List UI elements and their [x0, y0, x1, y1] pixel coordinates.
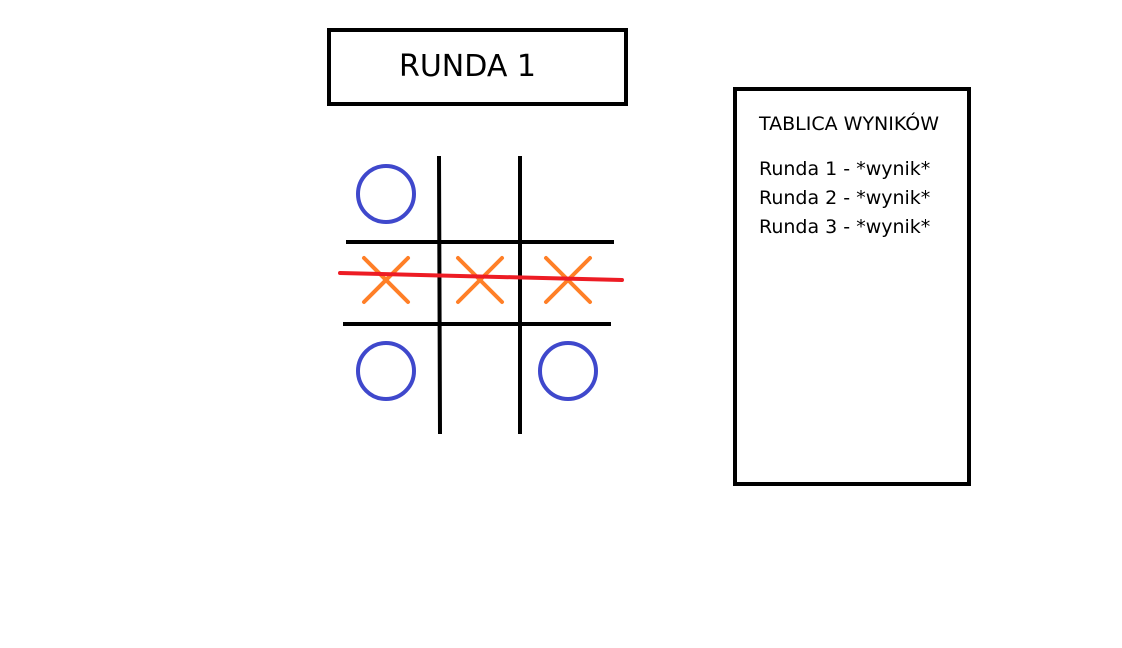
board-cell-1-3[interactable] — [522, 160, 612, 240]
round-title: RUNDA 1 — [399, 49, 536, 84]
scoreboard-list: Runda 1 - *wynik* Runda 2 - *wynik* Rund… — [759, 155, 930, 242]
grid-line-vertical-left — [436, 155, 443, 435]
scoreboard-panel: TABLICA WYNIKÓW Runda 1 - *wynik* Runda … — [733, 87, 971, 486]
score-entry-round-2: Runda 2 - *wynik* — [759, 187, 931, 209]
board-cells[interactable] — [345, 160, 617, 431]
board-cell-1-1[interactable] — [350, 160, 438, 240]
board-cell-3-2[interactable] — [442, 327, 518, 431]
board-cell-1-2[interactable] — [442, 160, 518, 240]
board-cell-2-3[interactable] — [522, 245, 617, 322]
round-header: RUNDA 1 — [327, 28, 628, 106]
board-cell-2-2[interactable] — [442, 245, 518, 322]
board-cell-3-3[interactable] — [522, 327, 612, 431]
score-entry-round-1: Runda 1 - *wynik* — [759, 158, 931, 180]
score-entry-round-3: Runda 3 - *wynik* — [759, 216, 931, 238]
scoreboard-title: TABLICA WYNIKÓW — [759, 113, 940, 135]
board-cell-2-1[interactable] — [345, 245, 438, 322]
board-cell-3-1[interactable] — [345, 327, 438, 431]
